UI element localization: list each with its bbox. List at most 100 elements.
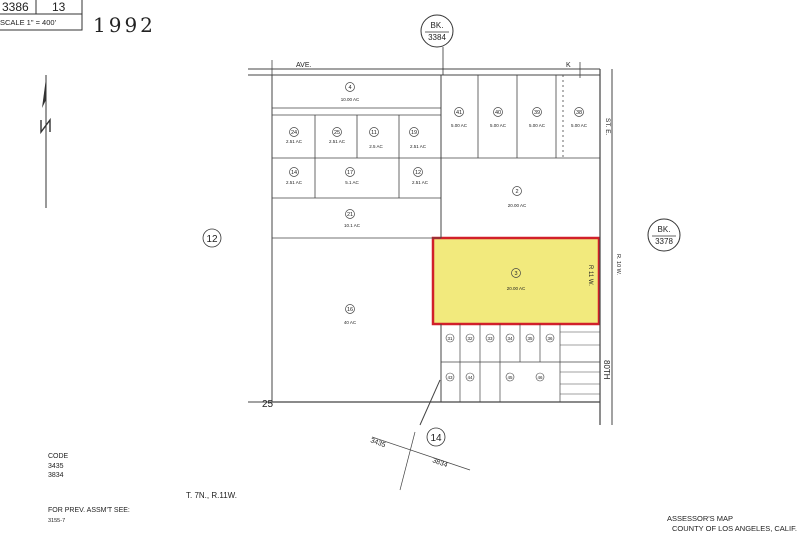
street-label-k: K — [566, 62, 571, 69]
svg-text:3435: 3435 — [48, 463, 64, 470]
parcel-marker[interactable]: 38 5.00 AC — [571, 107, 588, 129]
parcel-marker[interactable]: 11 2.5 AC — [369, 127, 384, 150]
parcel-labels: 410.00 AC 242.51 AC 252.51 AC 112.5 AC 1… — [286, 82, 588, 382]
map-year: 1992 — [93, 13, 156, 37]
svg-text:20.00 AC: 20.00 AC — [507, 286, 526, 291]
svg-text:3384: 3384 — [428, 33, 446, 42]
svg-text:COUNTY OF LOS ANGELES, CALIF.: COUNTY OF LOS ANGELES, CALIF. — [672, 524, 797, 532]
parcel-marker[interactable]: 2 20.00 AC — [508, 186, 527, 209]
svg-text:24: 24 — [291, 130, 297, 136]
range-label-highlight: R 11 W. — [587, 265, 593, 286]
parcel-marker[interactable]: 44 — [465, 372, 475, 382]
book-ref-top[interactable]: BK. 3384 — [420, 14, 454, 48]
svg-text:ASSESSOR'S MAP: ASSESSOR'S MAP — [667, 514, 733, 523]
svg-text:5.00 AC: 5.00 AC — [571, 123, 588, 128]
svg-text:34: 34 — [507, 336, 513, 341]
svg-text:2.51 AC: 2.51 AC — [412, 180, 429, 185]
parcel-marker[interactable]: 21 10.1 AC — [344, 209, 361, 229]
parcel-marker[interactable]: 34 — [505, 333, 515, 343]
parcel-marker[interactable]: 192.51 AC — [409, 127, 427, 150]
range-label-right: R. 10 W. — [615, 254, 621, 276]
svg-text:39: 39 — [534, 110, 540, 116]
svg-text:44: 44 — [467, 375, 473, 380]
svg-text:3378: 3378 — [655, 237, 673, 246]
svg-text:38: 38 — [576, 110, 582, 116]
svg-text:2.51 AC: 2.51 AC — [329, 139, 346, 144]
parcel-marker[interactable]: 32 — [465, 333, 475, 343]
svg-text:21: 21 — [347, 212, 353, 218]
scale-label: SCALE 1" = 400' — [0, 18, 57, 27]
parcel-marker[interactable]: 25 2.51 AC — [329, 127, 346, 145]
section-marker-left[interactable]: 12 — [202, 228, 222, 248]
svg-text:FOR PREV. ASSM'T SEE:: FOR PREV. ASSM'T SEE: — [48, 507, 130, 514]
svg-text:5.00 AC: 5.00 AC — [490, 123, 507, 128]
street-label-80th: 80TH — [602, 360, 611, 380]
parcel-marker[interactable]: 33 — [485, 333, 495, 343]
line-label-a: 3435 — [369, 437, 386, 449]
svg-text:3: 3 — [514, 271, 517, 277]
svg-text:12: 12 — [206, 234, 218, 245]
section-marker-bottom[interactable]: 14 — [426, 427, 446, 447]
svg-text:43: 43 — [447, 375, 453, 380]
svg-text:46: 46 — [537, 375, 543, 380]
svg-text:3155-7: 3155-7 — [48, 518, 65, 524]
svg-text:BK.: BK. — [658, 225, 671, 234]
parcel-marker[interactable]: 36 — [545, 333, 555, 343]
svg-text:16: 16 — [347, 307, 353, 313]
svg-text:3834: 3834 — [48, 472, 64, 479]
svg-text:CODE: CODE — [48, 453, 69, 460]
svg-text:20.00 AC: 20.00 AC — [508, 203, 527, 208]
parcel-marker-highlighted[interactable]: 3 20.00 AC — [507, 268, 526, 292]
svg-text:36: 36 — [547, 336, 553, 341]
parcel-marker[interactable]: 41 5.00 AC — [451, 107, 468, 129]
svg-text:25: 25 — [334, 130, 340, 136]
parcel-marker[interactable]: 46 — [535, 372, 545, 382]
svg-text:19: 19 — [411, 130, 417, 136]
page-number: 13 — [52, 0, 66, 14]
parcel-marker[interactable]: 16 40 AC — [344, 304, 357, 326]
parcel-marker[interactable]: 242.51 AC — [286, 127, 303, 145]
svg-text:2: 2 — [515, 189, 518, 195]
code-legend: CODE 3435 3834 FOR PREV. ASSM'T SEE: 315… — [48, 453, 130, 524]
svg-text:5.00 AC: 5.00 AC — [451, 123, 468, 128]
svg-text:2.5 AC: 2.5 AC — [369, 144, 383, 149]
street-label-ave: AVE. — [296, 62, 311, 69]
svg-text:11: 11 — [371, 130, 377, 136]
svg-text:33: 33 — [487, 336, 493, 341]
svg-text:40: 40 — [495, 110, 501, 116]
parcel-marker[interactable]: 45 — [505, 372, 515, 382]
svg-text:4: 4 — [348, 85, 351, 91]
book-ref-right[interactable]: BK. 3378 — [647, 218, 681, 252]
book-number: 3386 — [2, 0, 29, 14]
svg-text:2.51 AC: 2.51 AC — [286, 180, 303, 185]
svg-text:17: 17 — [347, 170, 353, 176]
svg-text:14: 14 — [291, 170, 297, 176]
svg-text:31: 31 — [447, 336, 453, 341]
parcel-marker[interactable]: 4 10.00 AC — [341, 82, 360, 103]
parcel-marker[interactable]: 43 — [445, 372, 455, 382]
svg-text:12: 12 — [415, 170, 421, 176]
parcel-marker[interactable]: 40 5.00 AC — [490, 107, 507, 129]
parcel-marker[interactable]: 39 5.00 AC — [529, 107, 546, 129]
parcel-marker[interactable]: 14 2.51 AC — [286, 167, 303, 186]
svg-text:41: 41 — [456, 110, 462, 116]
parcel-marker[interactable]: 17 5.1 AC — [345, 167, 360, 186]
parcel-marker[interactable]: 35 — [525, 333, 535, 343]
svg-text:5.1 AC: 5.1 AC — [345, 180, 359, 185]
north-arrow-icon — [40, 75, 51, 208]
svg-text:5.00 AC: 5.00 AC — [529, 123, 546, 128]
svg-text:32: 32 — [467, 336, 473, 341]
street-label-st-e: ST. E. — [604, 118, 611, 136]
svg-text:10.00 AC: 10.00 AC — [341, 97, 360, 102]
parcel-marker[interactable]: 12 2.51 AC — [412, 167, 429, 186]
header-box: 3386 13 SCALE 1" = 400' — [0, 0, 83, 31]
assessor-footer: ASSESSOR'S MAP COUNTY OF LOS ANGELES, CA… — [667, 514, 797, 533]
parcel-grid — [248, 60, 613, 491]
highlighted-parcel[interactable] — [431, 236, 601, 326]
section-label-bottom-left: 25 — [262, 399, 274, 410]
svg-text:10.1 AC: 10.1 AC — [344, 223, 361, 228]
svg-text:45: 45 — [507, 375, 513, 380]
parcel-marker[interactable]: 31 — [445, 333, 455, 343]
svg-text:40 AC: 40 AC — [344, 320, 357, 325]
